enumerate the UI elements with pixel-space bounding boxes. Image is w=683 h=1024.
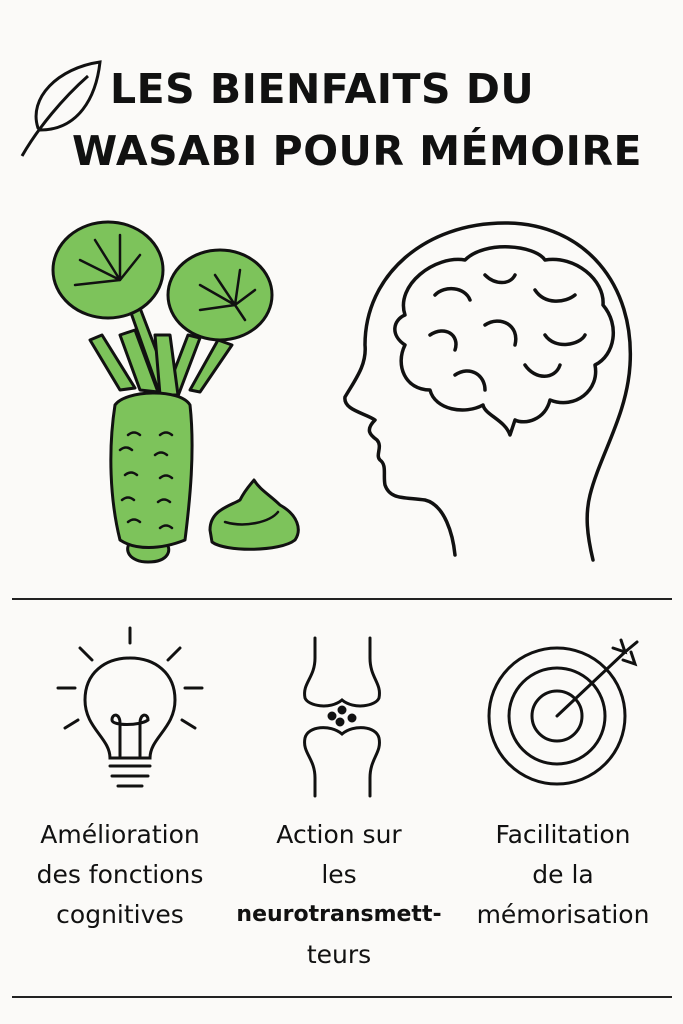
divider-bottom xyxy=(12,996,672,998)
title-line-2: WASABI POUR MÉMOIRE xyxy=(72,127,642,175)
lightbulb-icon xyxy=(56,626,204,788)
benefit-line: teurs xyxy=(306,940,372,969)
benefit-line: Facilitation xyxy=(495,820,631,849)
title-line-1: LES BIENFAITS DU xyxy=(110,65,535,113)
benefit-memorization: Facilitation de la mémorisation xyxy=(453,815,673,935)
benefit-cognitive: Amélioration des fonctions cognitives xyxy=(10,815,230,935)
wasabi-plant-icon xyxy=(51,220,300,564)
divider-top xyxy=(12,598,672,600)
leaf-icon xyxy=(20,60,102,157)
benefit-line: les xyxy=(321,860,357,889)
benefit-line: des fonctions xyxy=(36,860,204,889)
benefit-line: Action sur xyxy=(276,820,402,849)
head-brain-icon xyxy=(343,221,633,562)
target-icon xyxy=(487,638,639,786)
synapse-icon xyxy=(303,636,381,798)
benefit-line: mémorisation xyxy=(476,900,650,929)
benefit-line: neurotransmett- xyxy=(236,902,442,927)
benefit-line: cognitives xyxy=(56,900,184,929)
benefit-line: Amélioration xyxy=(40,820,200,849)
benefit-neurotransmitters: Action sur les neurotransmett- teurs xyxy=(229,815,449,975)
page-title: LES BIENFAITS DU WASABI POUR MÉMOIRE xyxy=(72,58,680,182)
benefit-line: de la xyxy=(532,860,594,889)
